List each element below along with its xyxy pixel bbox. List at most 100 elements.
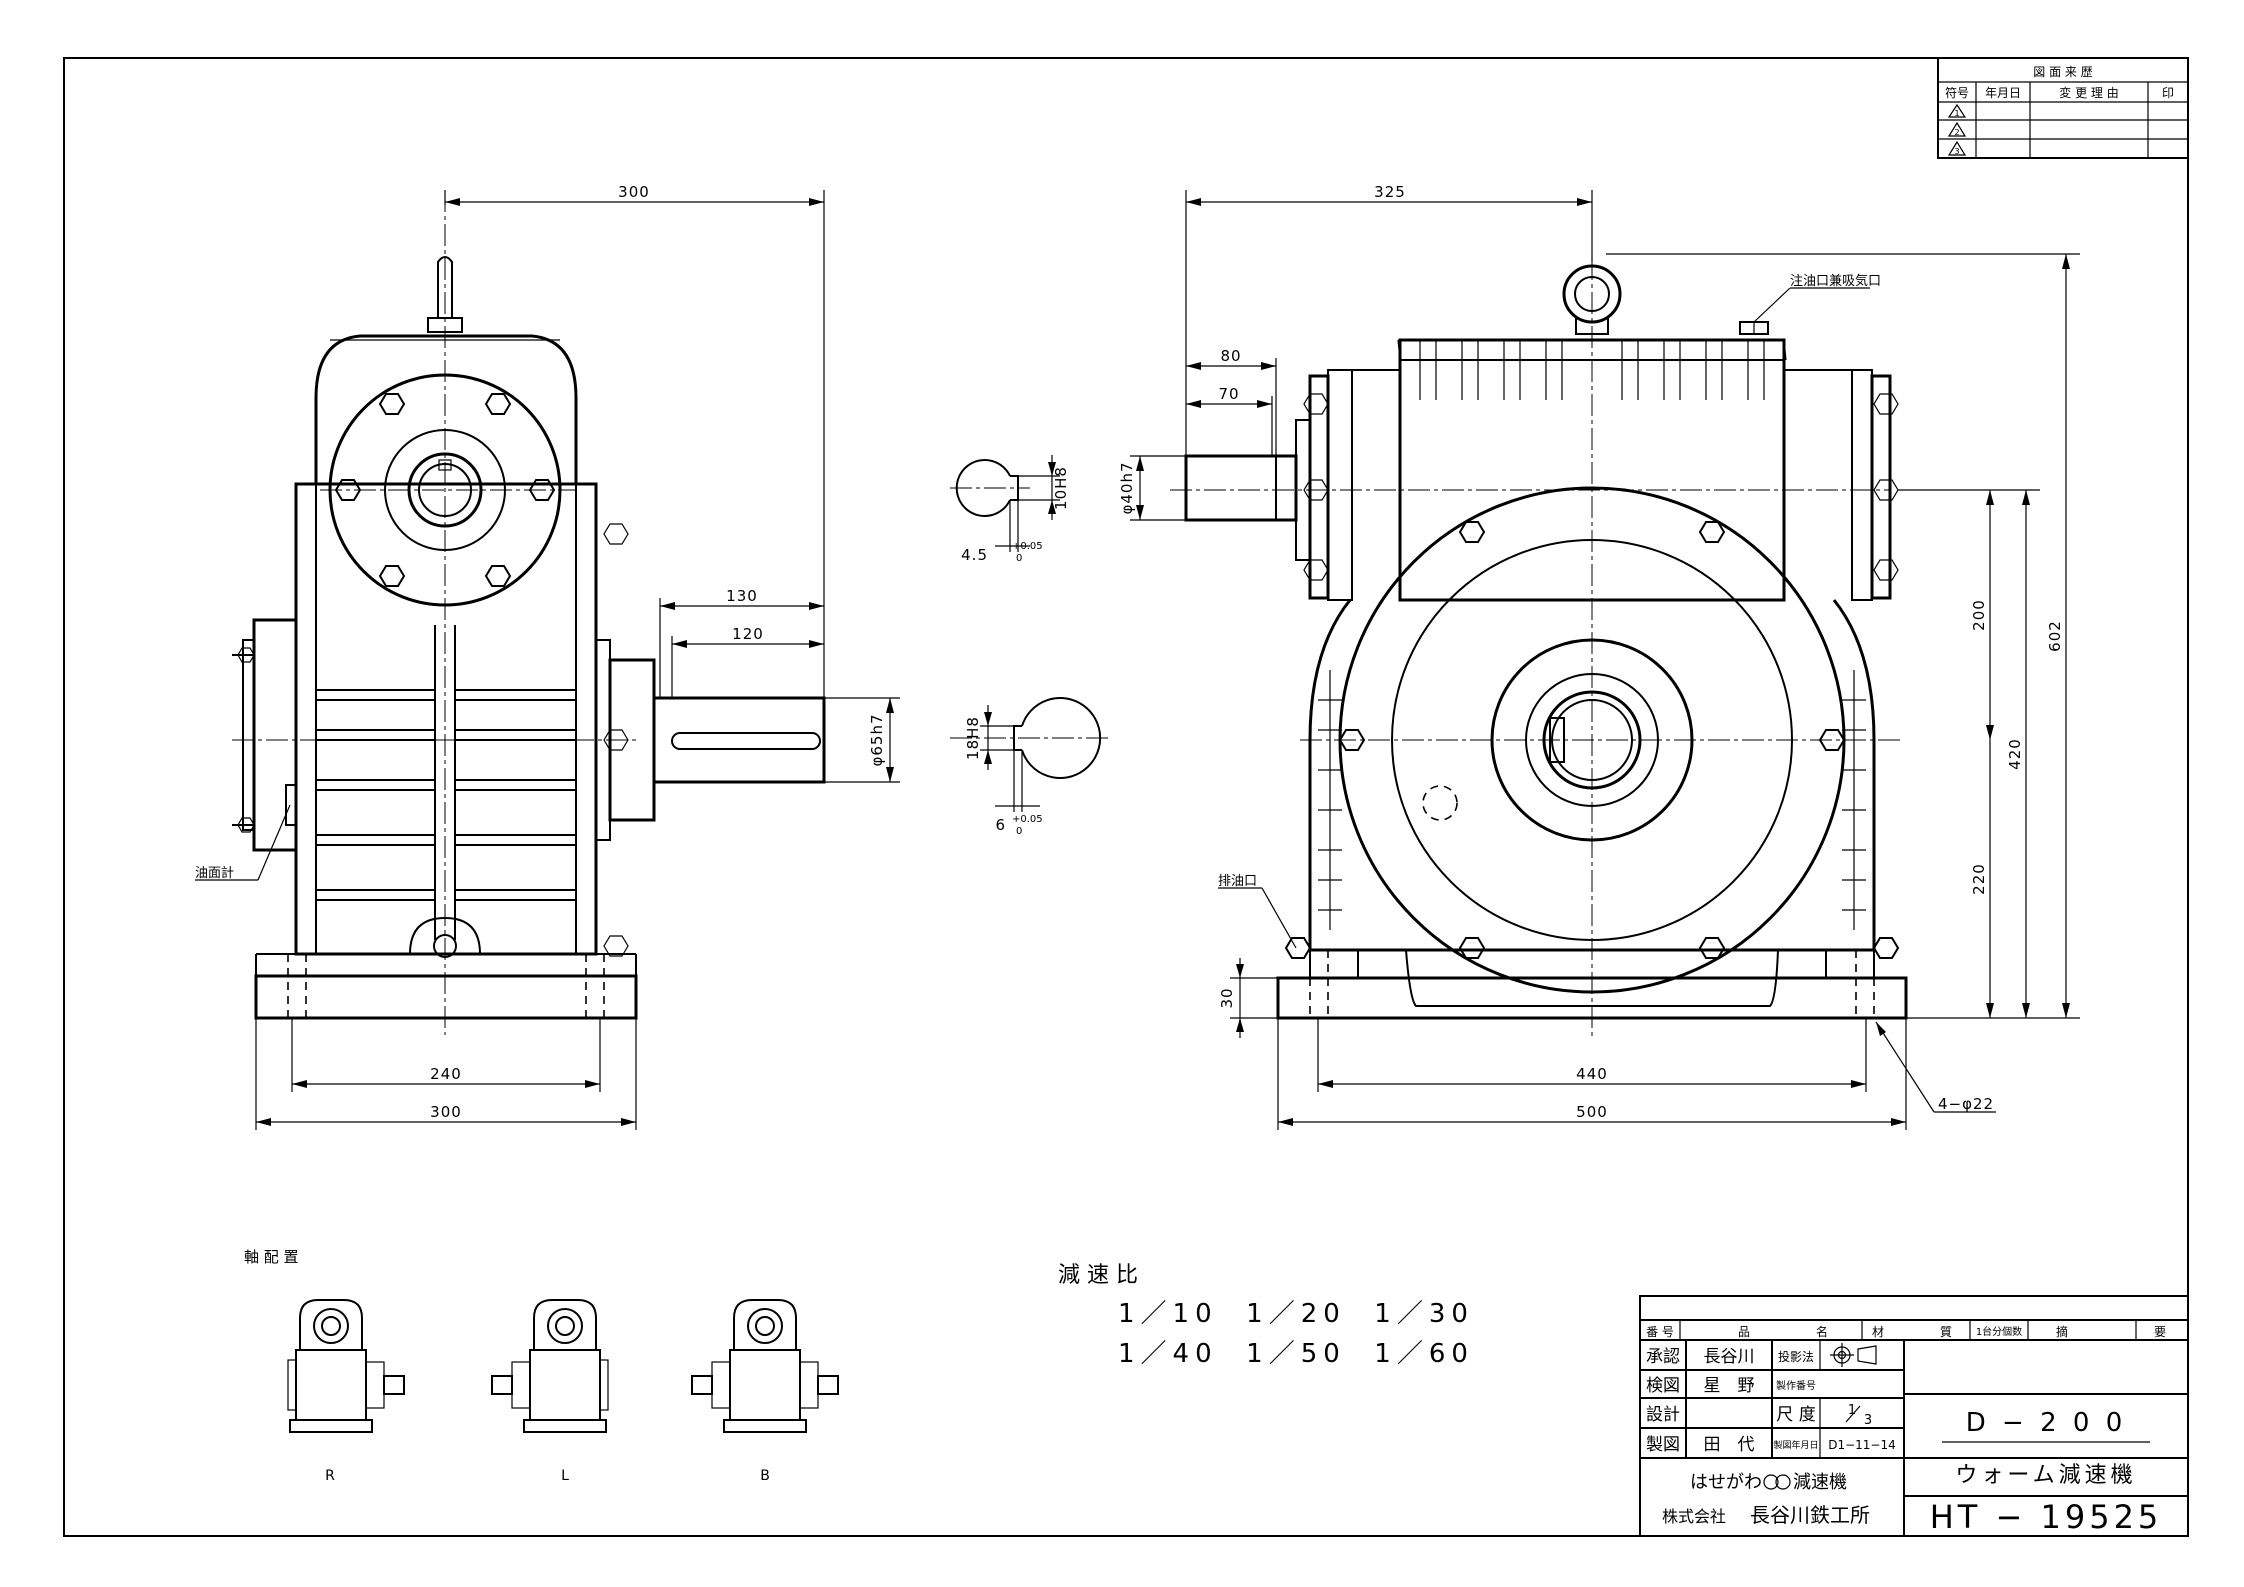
revision-header-date: 年月日 <box>1985 86 2021 100</box>
oil-drain: 排油口 <box>1218 874 1297 949</box>
shaft-arrangement-title: 軸 配 置 <box>244 1248 299 1266</box>
tb-company-brand: はせがわ <box>1690 1472 1762 1493</box>
reduction-ratio: 減 速 比 1／10 1／20 1／30 1／40 1／50 1／60 <box>1058 1263 1474 1369</box>
projection-symbol <box>1830 1343 1877 1367</box>
dim-front-130: 130 <box>726 587 758 605</box>
tb-approve-name: 長谷川 <box>1704 1347 1755 1367</box>
arrangement-label-R: R <box>325 1468 335 1484</box>
dim-side-220: 220 <box>1970 863 1988 895</box>
dim-side-holes: 4−φ22 <box>1938 1095 1994 1113</box>
key-output-width: 18H8 <box>964 716 982 760</box>
side-eyebolt <box>1562 264 1622 335</box>
dim-side-500: 500 <box>1576 1103 1608 1121</box>
side-upper-housing <box>1184 338 1899 602</box>
dim-side-325: 325 <box>1374 183 1406 201</box>
svg-text:2: 2 <box>1954 128 1959 137</box>
dim-front-base-240: 240 <box>430 1065 462 1083</box>
key-input-depth: 4.5 <box>961 546 988 564</box>
key-output-depth: 6 <box>995 816 1006 834</box>
tb-company-prefix: 株式会社 <box>1662 1507 1726 1526</box>
revision-table: 図 面 来 歴 符号 年月日 変 更 理 由 印 1 2 3 <box>1937 57 2189 159</box>
arrangement-R: R <box>287 1299 405 1484</box>
dim-front-base-300: 300 <box>430 1103 462 1121</box>
tb-draw-label: 製図 <box>1646 1435 1680 1455</box>
tb-header-remarks: 摘 <box>2056 1324 2068 1339</box>
left-bearing-cap <box>232 618 298 852</box>
title-block: 番 号 品 名 材 質 1台分個数 摘 要 承認 長谷川 投影法 検図 星 野 … <box>1639 1295 2189 1537</box>
revision-symbol-1: 1 <box>1947 103 1967 118</box>
tb-scale-denominator: 3 <box>1864 1413 1872 1428</box>
tb-header-qty: 1台分個数 <box>1976 1325 2022 1338</box>
flange-bolts <box>334 393 556 587</box>
reduction-ratio-row-2: 1／40 1／50 1／60 <box>1118 1339 1474 1369</box>
front-dimensions: 300 130 120 φ65h7 240 <box>255 183 900 1130</box>
input-flange <box>328 373 562 607</box>
key-input-tol: +0.05 <box>1012 541 1043 552</box>
side-base <box>1276 937 1908 1020</box>
tb-drawing-no: HT − 19525 <box>1930 1498 2163 1536</box>
svg-text:3: 3 <box>1954 147 1959 156</box>
dim-front-120: 120 <box>732 625 764 643</box>
tb-design-label: 設計 <box>1646 1405 1680 1425</box>
company-logo-icon <box>1763 1474 1791 1490</box>
tb-approve-label: 承認 <box>1646 1347 1680 1367</box>
oil-gauge: 油面計 <box>195 784 297 881</box>
oil-inlet: 注油口兼吸気口 <box>1739 273 1881 335</box>
dim-side-602: 602 <box>2046 620 2064 652</box>
arrangement-B: B <box>691 1299 839 1484</box>
front-view: 油面計 300 130 120 φ65h7 <box>195 183 900 1130</box>
arrangement-L: L <box>491 1299 609 1484</box>
dim-side-70: 70 <box>1218 385 1239 403</box>
oil-inlet-label: 注油口兼吸気口 <box>1790 273 1881 289</box>
tb-scale-numerator: 1 <box>1848 1403 1856 1418</box>
tb-company-line-1: 減速機 <box>1793 1472 1847 1493</box>
drain-plug-front <box>409 916 481 958</box>
arrangement-label-L: L <box>561 1468 569 1484</box>
tb-header-material: 材 <box>1872 1325 1884 1339</box>
dim-front-top-300: 300 <box>618 183 650 201</box>
dim-side-440: 440 <box>1576 1065 1608 1083</box>
tb-company-line-2: 長谷川鉄工所 <box>1750 1503 1870 1527</box>
reduction-ratio-title: 減 速 比 <box>1058 1263 1138 1288</box>
side-dimensions: 325 80 70 φ40h7 602 <box>1118 183 2080 1130</box>
dim-side-200: 200 <box>1970 599 1988 631</box>
tb-header-remarks-2: 要 <box>2154 1325 2166 1339</box>
output-shaft <box>595 523 826 957</box>
revision-symbol-3: 3 <box>1947 140 1967 156</box>
tb-check-label: 検図 <box>1646 1376 1680 1396</box>
tb-projection-label: 投影法 <box>1778 1349 1814 1364</box>
svg-text:1: 1 <box>1954 109 1959 118</box>
tb-date-label: 製図年月日 <box>1773 1439 1818 1451</box>
tb-model: D − 2 0 0 <box>1966 1408 2127 1438</box>
key-input-tol-low: 0 <box>1016 553 1022 564</box>
key-output-tol-low: 0 <box>1016 826 1022 837</box>
side-view: 注油口兼吸気口 <box>1118 183 2080 1130</box>
tb-draw-name: 田 代 <box>1704 1435 1755 1455</box>
tb-header-name: 品 <box>1738 1325 1750 1339</box>
eyebolt <box>427 256 463 333</box>
dim-side-420: 420 <box>2006 738 2024 770</box>
dim-side-30: 30 <box>1218 987 1236 1008</box>
front-base <box>254 953 638 1020</box>
tb-date-value: D1−11−14 <box>1828 1438 1896 1452</box>
key-detail-output: 18H8 6 +0.05 0 <box>950 697 1110 837</box>
sheet-border <box>63 57 2189 1537</box>
key-detail-input: 10H8 4.5 +0.05 0 <box>950 455 1070 564</box>
shaft-arrangement: 軸 配 置 R L <box>244 1248 839 1484</box>
key-input-width: 10H8 <box>1052 466 1070 510</box>
tb-scale-label: 尺 度 <box>1776 1405 1815 1425</box>
tb-mfg-no-label: 製作番号 <box>1776 1379 1816 1392</box>
revision-header-symbol: 符号 <box>1945 85 1969 100</box>
revision-symbol-2: 2 <box>1947 121 1967 137</box>
oil-drain-label: 排油口 <box>1218 874 1257 889</box>
revision-header-seal: 印 <box>2162 86 2174 100</box>
key-output-tol: +0.05 <box>1012 814 1043 825</box>
tb-check-name: 星 野 <box>1704 1376 1755 1396</box>
revision-header-reason: 変 更 理 由 <box>2059 85 2118 100</box>
tb-header-no: 番 号 <box>1646 1325 1674 1339</box>
revision-table-title: 図 面 来 歴 <box>2033 65 2092 79</box>
dim-front-shaft-dia: φ65h7 <box>868 713 886 766</box>
tb-header-name-2: 名 <box>1816 1324 1828 1339</box>
housing-ribs <box>316 625 576 940</box>
